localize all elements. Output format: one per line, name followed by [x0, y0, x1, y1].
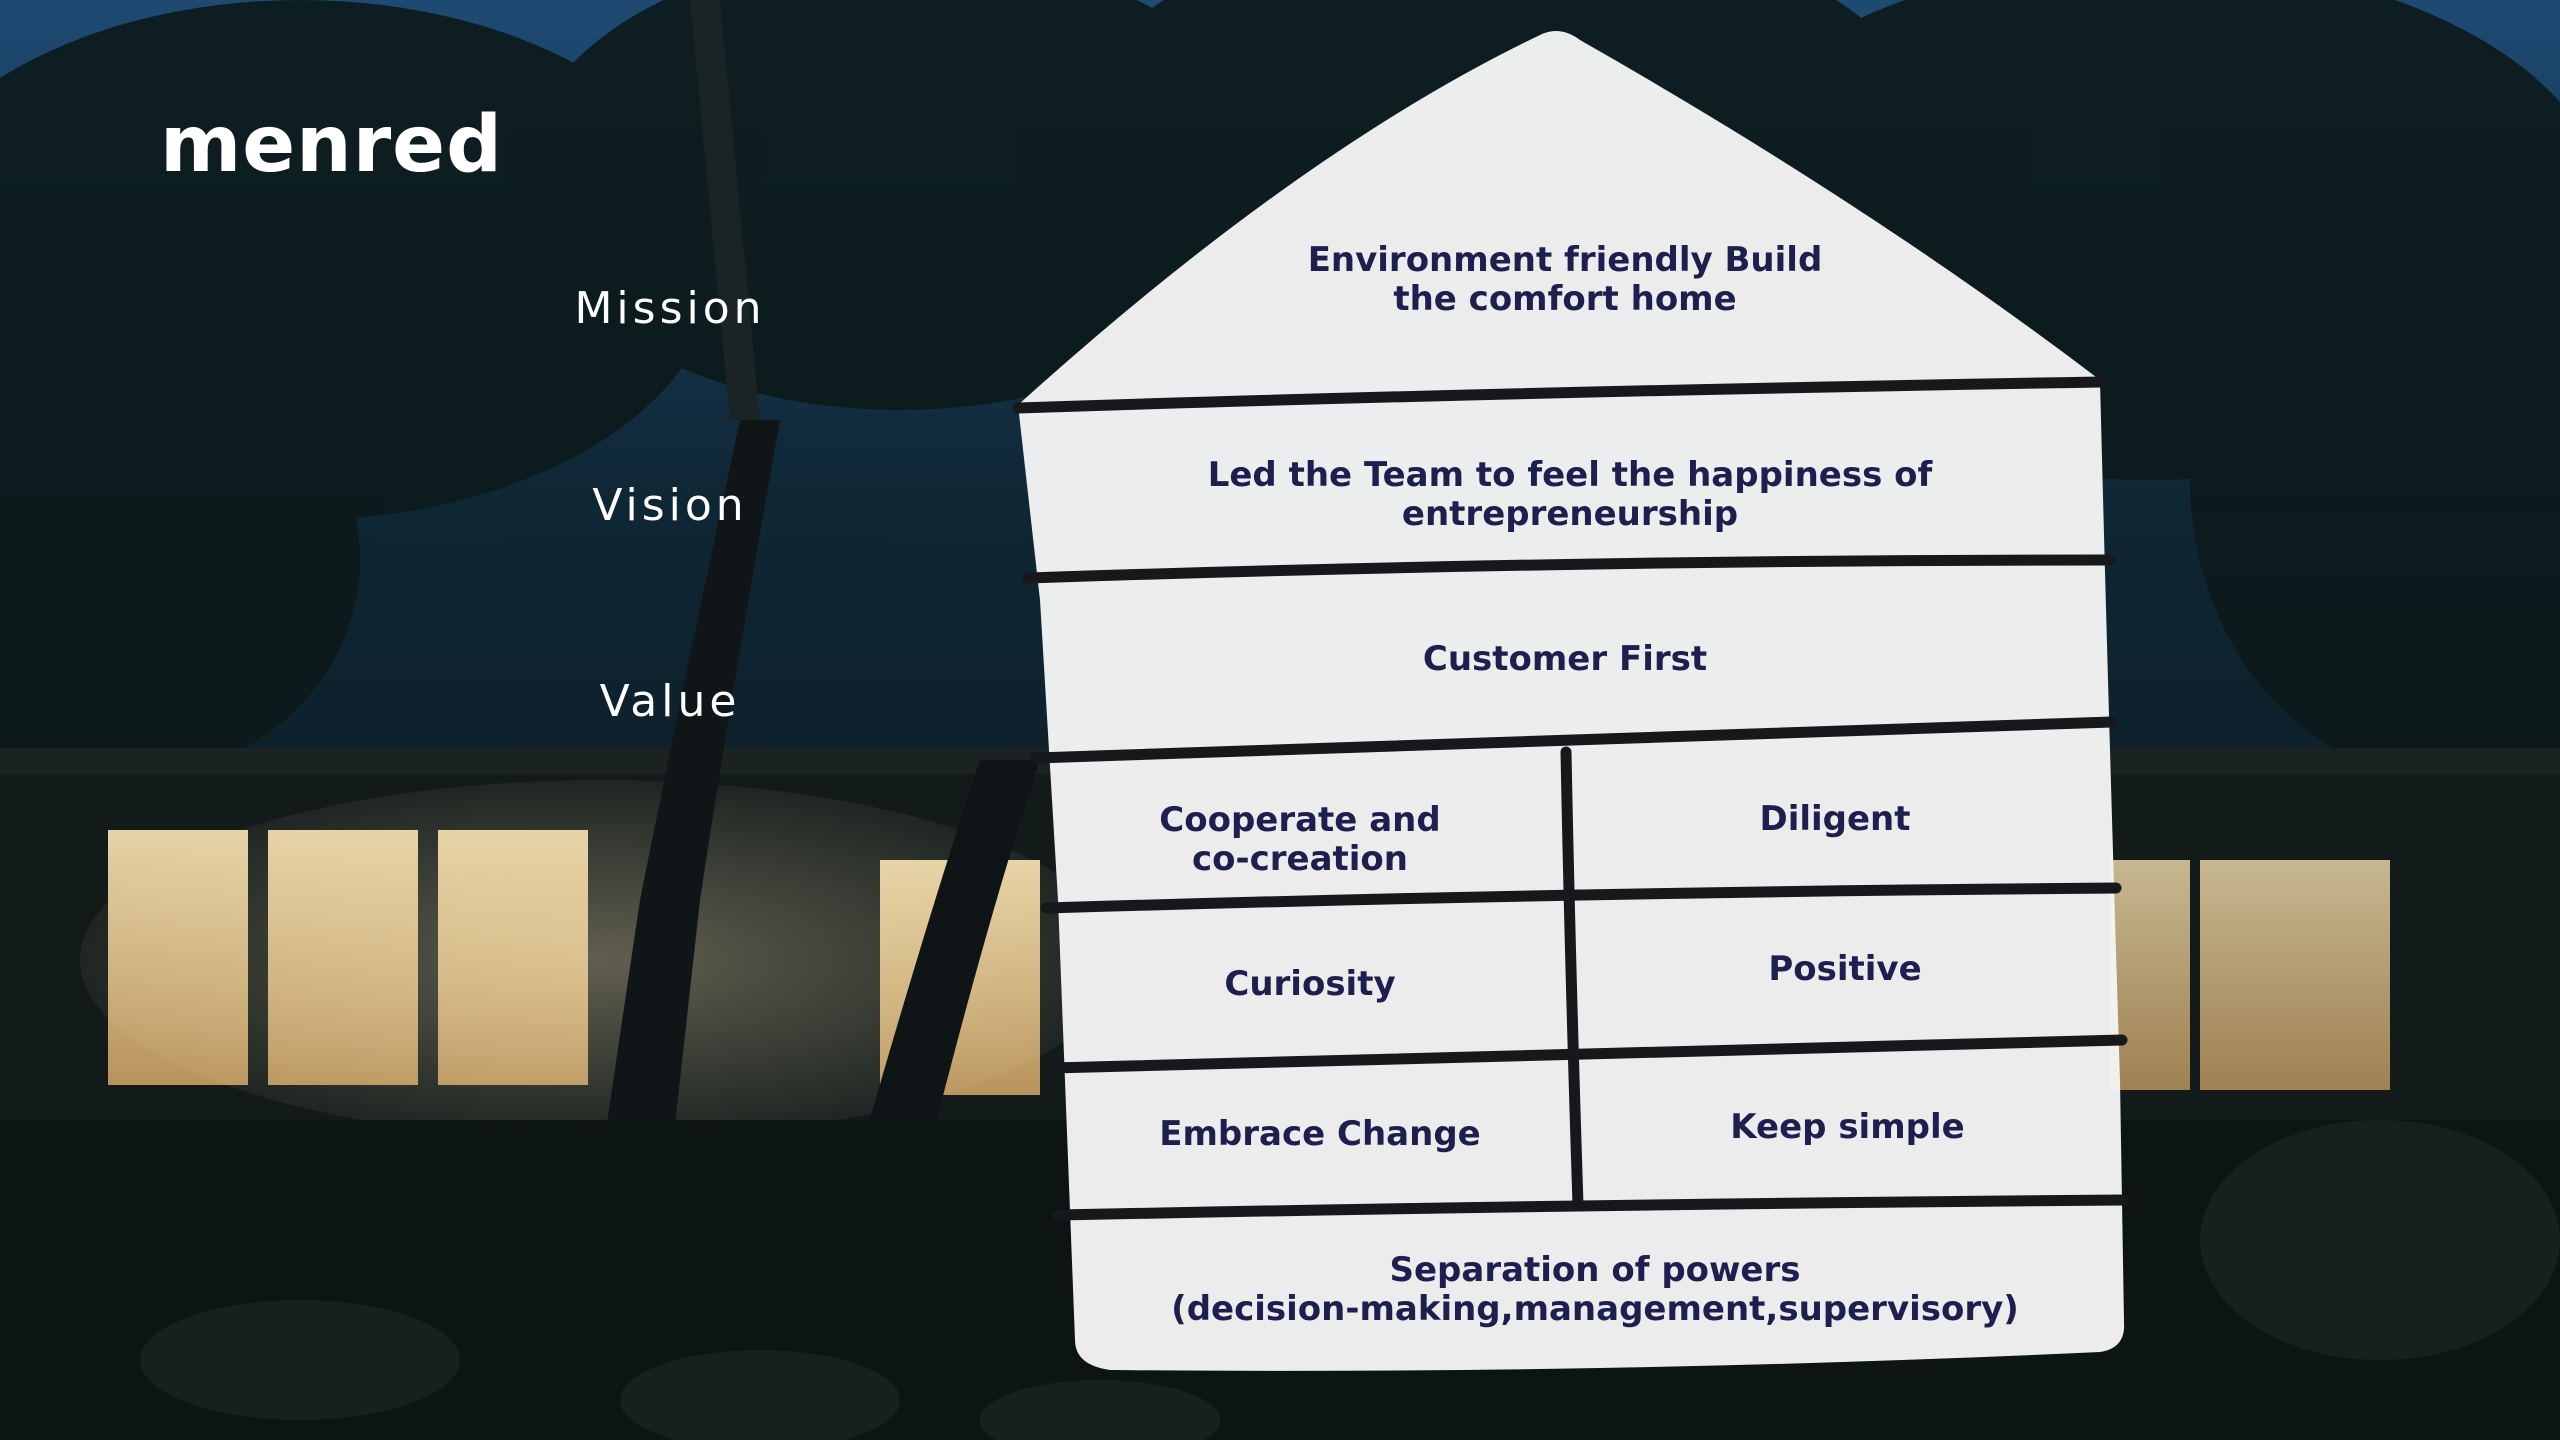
value-positive: Positive [1768, 949, 1922, 990]
divider-vision [1022, 554, 2116, 584]
divider-row1 [1040, 882, 2122, 914]
mission-label: Mission [574, 283, 766, 334]
value-label: Value [599, 676, 741, 727]
divider-value-main [1030, 716, 2118, 764]
foundation-text: Separation of powers (decision-making,ma… [1171, 1249, 2019, 1329]
value-embrace-change: Embrace Change [1159, 1114, 1481, 1155]
value-diligent: Diligent [1759, 799, 1911, 840]
value-curiosity: Curiosity [1224, 964, 1396, 1005]
divider-foundation [1052, 1194, 2130, 1221]
house-outline [1018, 31, 2125, 1371]
mission-text: Environment friendly Build the comfort h… [1307, 239, 1823, 319]
divider-row2 [1046, 1034, 2128, 1074]
value-cooperate: Cooperate and co-creation [1159, 799, 1441, 879]
vision-text: Led the Team to feel the happiness of en… [1207, 454, 1933, 534]
vision-label: Vision [592, 480, 748, 531]
menred-logo: menred [160, 100, 503, 190]
divider-mission [1012, 376, 2106, 414]
value-main-text: Customer First [1422, 639, 1708, 680]
value-keep-simple: Keep simple [1730, 1107, 1965, 1148]
divider-vertical [1560, 746, 1584, 1211]
